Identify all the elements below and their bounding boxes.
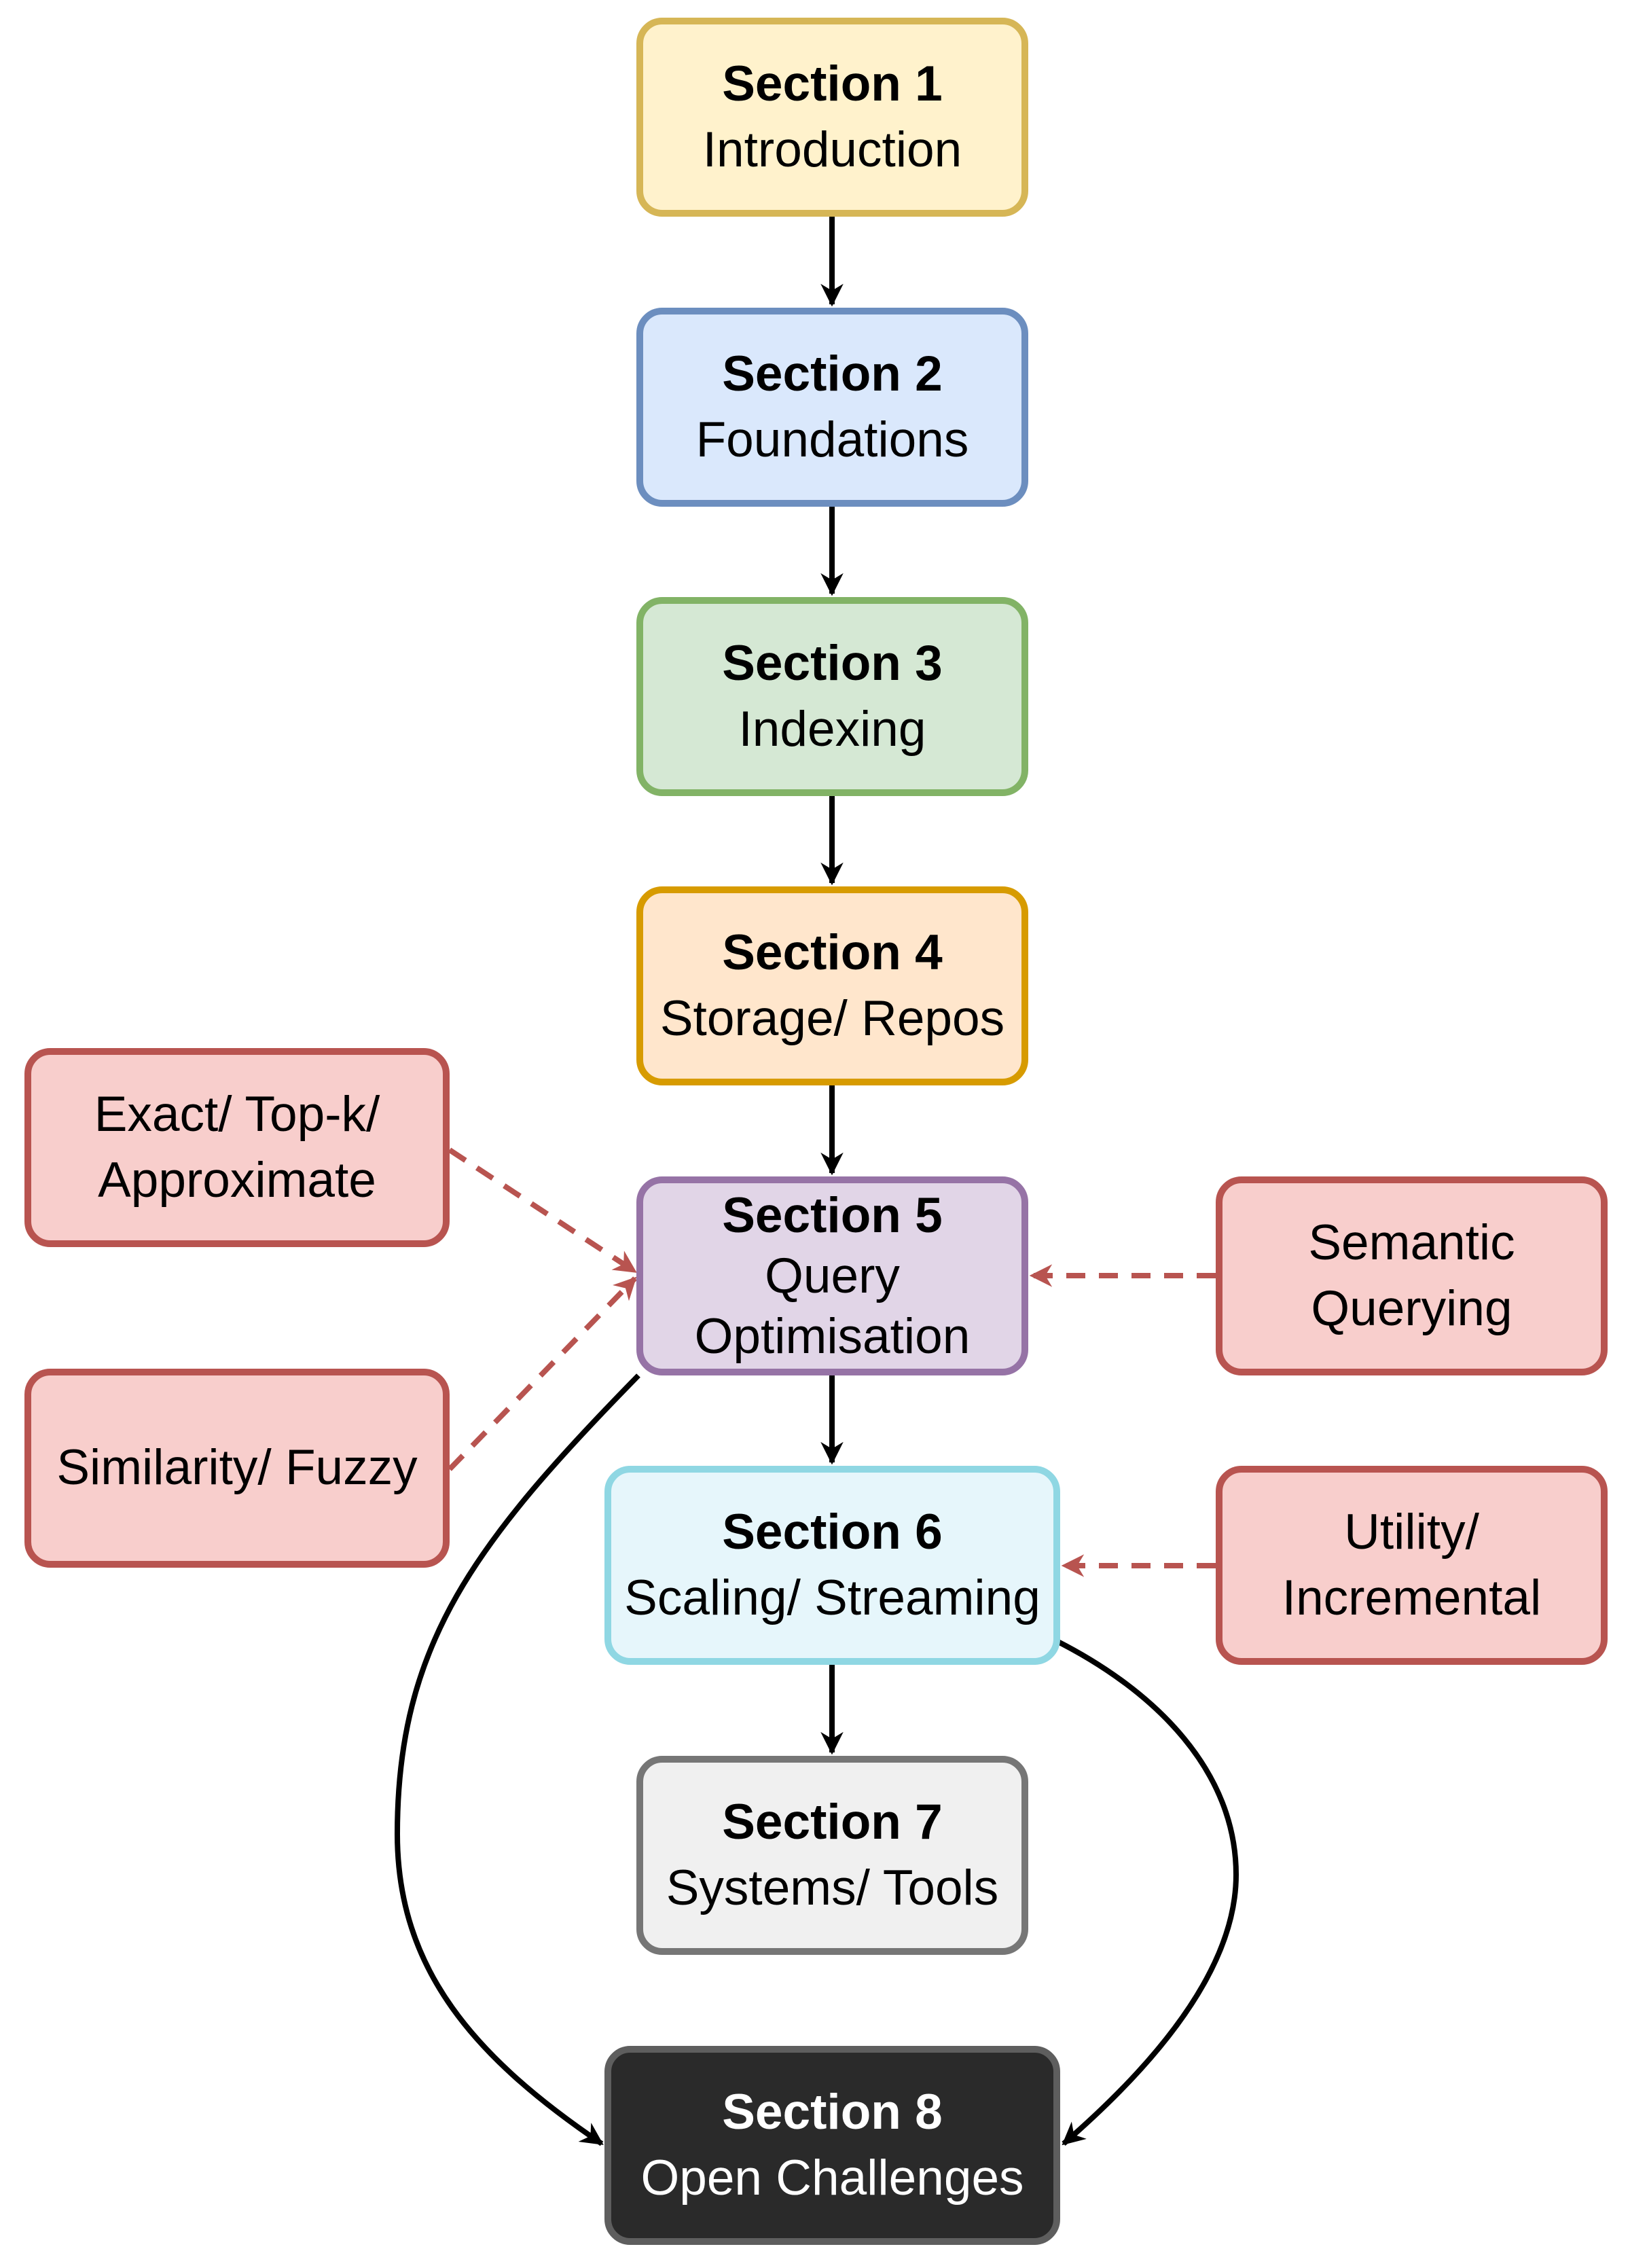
section-8-node: Section 8 Open Challenges (604, 2046, 1060, 2245)
section-2-node: Section 2 Foundations (636, 308, 1028, 507)
section-4-title: Storage/ Repos (659, 990, 1005, 1046)
semantic-line-1: Semantic (1308, 1215, 1515, 1271)
section-3-number: Section 3 (722, 636, 943, 691)
exact-line-1: Exact/ Top-k/ (94, 1087, 380, 1142)
section-2-title: Foundations (695, 412, 969, 467)
edge-exact-s5 (448, 1147, 637, 1274)
section-7-node: Section 7 Systems/ Tools (636, 1756, 1028, 1955)
edge-s6-s8 (1051, 1636, 1239, 2146)
section-4-node: Section 4 Storage/ Repos (636, 886, 1028, 1085)
section-2-number: Section 2 (722, 346, 943, 402)
section-8-number: Section 8 (722, 2085, 943, 2140)
section-5-title-line-1: Query (765, 1248, 900, 1303)
similarity-fuzzy-node: Similarity/ Fuzzy (24, 1369, 450, 1568)
section-4-number: Section 4 (722, 925, 943, 981)
section-5-node: Section 5 Query Optimisation (636, 1176, 1028, 1375)
section-6-title: Scaling/ Streaming (624, 1570, 1040, 1625)
semantic-querying-node: Semantic Querying (1216, 1176, 1608, 1375)
section-1-number: Section 1 (722, 56, 943, 112)
section-7-title: Systems/ Tools (666, 1860, 999, 1915)
section-1-node: Section 1 Introduction (636, 18, 1028, 217)
section-7-number: Section 7 (722, 1795, 943, 1850)
edge-s5-s8 (394, 1373, 640, 2146)
exact-line-2: Approximate (98, 1152, 376, 1208)
section-5-title-line-2: Optimisation (694, 1309, 971, 1365)
section-8-title: Open Challenges (640, 2150, 1024, 2206)
exact-topk-approximate-node: Exact/ Top-k/ Approximate (24, 1048, 450, 1247)
utility-line-1: Utility/ (1344, 1505, 1479, 1560)
section-3-node: Section 3 Indexing (636, 597, 1028, 796)
section-3-title: Indexing (738, 701, 926, 757)
section-5-number: Section 5 (722, 1187, 943, 1243)
edge-similarity-s5 (448, 1276, 637, 1471)
utility-line-2: Incremental (1282, 1570, 1542, 1625)
similarity-line-1: Similarity/ Fuzzy (56, 1440, 418, 1496)
utility-incremental-node: Utility/ Incremental (1216, 1466, 1608, 1665)
section-6-node: Section 6 Scaling/ Streaming (604, 1466, 1060, 1665)
semantic-line-2: Querying (1311, 1280, 1513, 1336)
section-6-number: Section 6 (722, 1505, 943, 1560)
section-1-title: Introduction (702, 122, 962, 177)
